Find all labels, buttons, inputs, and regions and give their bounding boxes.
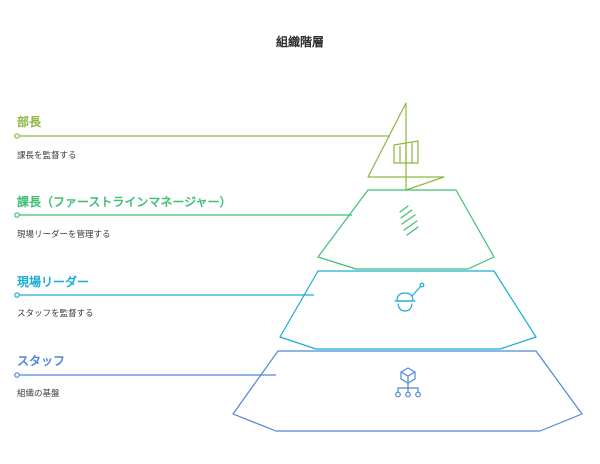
level-description-staff: 組織の基盤 [17,389,60,399]
pyramid-tier-2-shape [317,189,495,270]
connector-dot-3 [14,292,20,298]
pyramid-level-3 [14,270,537,350]
engineer-icon [394,282,425,312]
level-title-staff: スタッフ [17,354,66,368]
pyramid-level-4 [14,350,583,432]
building-icon [393,140,419,164]
connector-dot-2 [14,212,20,218]
connector-dot-1 [14,133,20,139]
level-title-field-leader: 現場リーダー [17,275,90,289]
level-description-field-leader: スタッフを監督する [17,309,94,319]
level-description-director: 課長を監督する [17,151,77,161]
level-title-director: 部長 [17,115,42,129]
hierarchy-cube-icon [395,367,421,398]
document-stack-icon [399,205,419,236]
pyramid-tier-3-shape [279,270,537,350]
pyramid-level-1 [14,102,445,191]
page-title: 組織階層 [275,35,324,49]
level-description-section-manager: 現場リーダーを管理する [17,230,111,240]
pyramid-base-shape [232,350,583,432]
pyramid-level-2 [14,189,495,270]
level-title-section-manager: 課長（ファーストラインマネージャー） [17,195,232,209]
connector-dot-4 [14,372,20,378]
